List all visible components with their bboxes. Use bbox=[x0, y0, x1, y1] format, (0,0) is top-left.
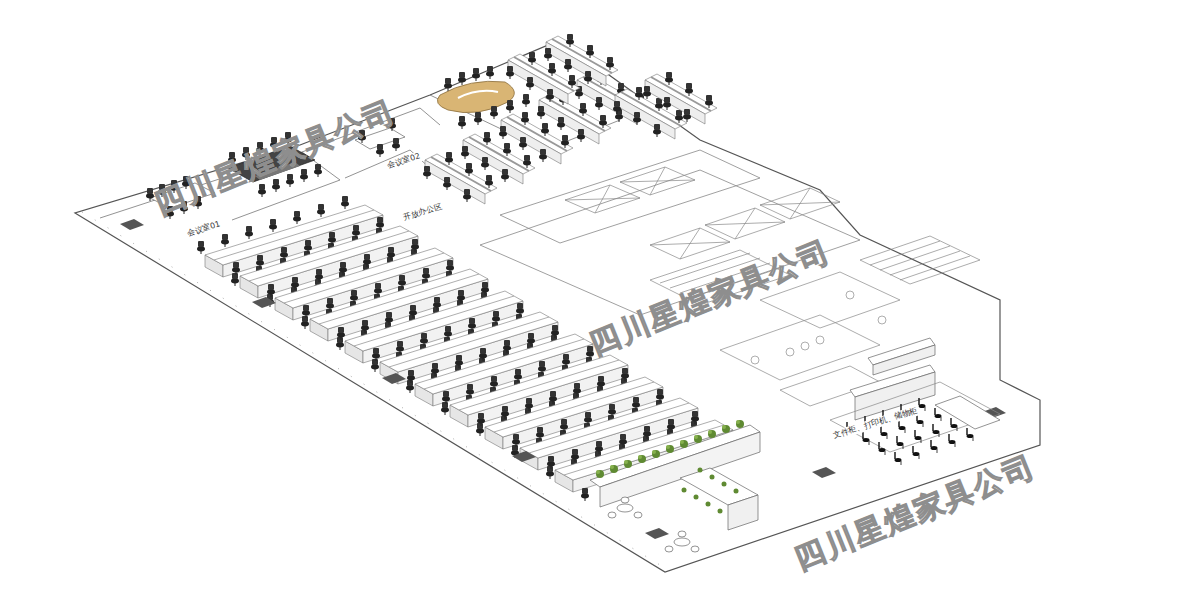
watermark: 四川星煌家具公司 bbox=[150, 94, 400, 220]
room-label: 会议室01 bbox=[184, 219, 223, 239]
watermark: 四川星煌家具公司 bbox=[585, 234, 835, 360]
area-label: 开放办公区 bbox=[400, 201, 445, 223]
room-label: 会议室02 bbox=[384, 151, 423, 171]
watermark: 四川星煌家具公司 bbox=[790, 449, 1040, 575]
area-label: 文件柜、打印机、储物柜 bbox=[830, 405, 921, 441]
